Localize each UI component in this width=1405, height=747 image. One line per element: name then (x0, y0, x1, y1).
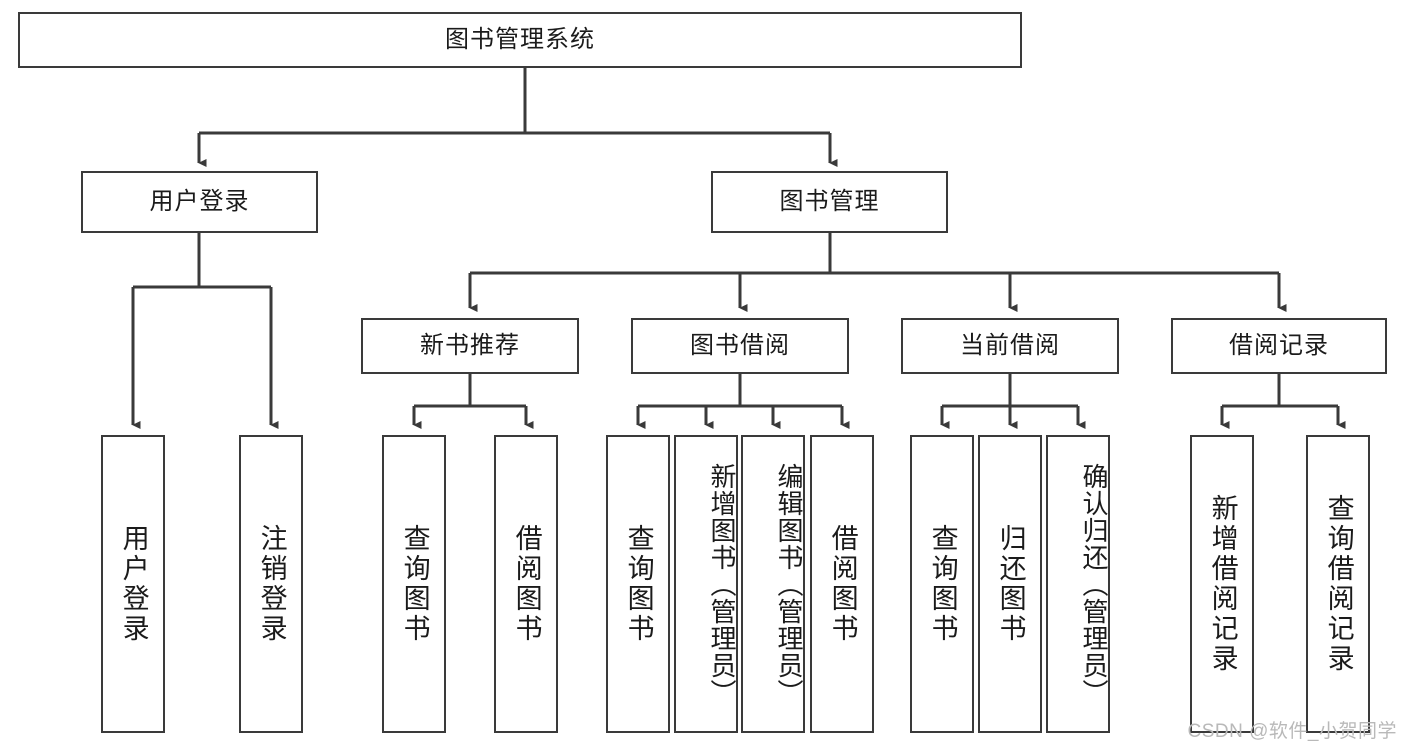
node-book-manage[interactable]: 图书管理 (711, 171, 948, 233)
node-leaf-query-record[interactable]: 查询借阅记录 (1306, 435, 1370, 733)
node-borrow-record[interactable]: 借阅记录 (1171, 318, 1387, 374)
node-book-manage-label: 图书管理 (779, 188, 880, 216)
node-user-login[interactable]: 用户登录 (81, 171, 318, 233)
node-leaf-confirm-return-label: 确认归还（管理员） (1079, 462, 1109, 706)
node-leaf-query-book-borrow-label: 查询图书 (623, 524, 654, 644)
node-leaf-add-book-label: 新增图书（管理员） (707, 462, 737, 706)
node-leaf-logout[interactable]: 注销登录 (239, 435, 303, 733)
node-leaf-query-book-borrow[interactable]: 查询图书 (606, 435, 670, 733)
node-leaf-user-login-label: 用户登录 (118, 524, 149, 644)
node-leaf-edit-book[interactable]: 编辑图书（管理员） (741, 435, 805, 733)
node-leaf-query-book-rec[interactable]: 查询图书 (382, 435, 446, 733)
node-current-borrow-label: 当前借阅 (960, 332, 1060, 360)
node-leaf-add-book[interactable]: 新增图书（管理员） (674, 435, 738, 733)
node-leaf-query-book-rec-label: 查询图书 (399, 524, 430, 644)
node-leaf-query-book-cur[interactable]: 查询图书 (910, 435, 974, 733)
node-leaf-borrow-book-rec[interactable]: 借阅图书 (494, 435, 558, 733)
node-leaf-borrow-book-rec-label: 借阅图书 (511, 524, 542, 644)
csdn-watermark: CSDN @软件_小贺同学 (1187, 721, 1397, 742)
node-book-borrow-label: 图书借阅 (690, 332, 790, 360)
node-leaf-confirm-return[interactable]: 确认归还（管理员） (1046, 435, 1110, 733)
node-book-borrow[interactable]: 图书借阅 (631, 318, 849, 374)
node-leaf-borrow-book[interactable]: 借阅图书 (810, 435, 874, 733)
node-new-book-rec-label: 新书推荐 (420, 332, 520, 360)
node-leaf-user-login[interactable]: 用户登录 (101, 435, 165, 733)
node-leaf-query-book-cur-label: 查询图书 (927, 524, 958, 644)
node-leaf-return-book-label: 归还图书 (995, 524, 1026, 644)
node-root-label: 图书管理系统 (445, 26, 595, 54)
node-new-book-rec[interactable]: 新书推荐 (361, 318, 579, 374)
node-root[interactable]: 图书管理系统 (18, 12, 1022, 68)
node-borrow-record-label: 借阅记录 (1229, 332, 1329, 360)
node-leaf-query-record-label: 查询借阅记录 (1323, 494, 1354, 674)
node-leaf-add-record-label: 新增借阅记录 (1207, 494, 1238, 674)
node-leaf-edit-book-label: 编辑图书（管理员） (774, 462, 804, 706)
node-user-login-label: 用户登录 (149, 188, 250, 216)
node-current-borrow[interactable]: 当前借阅 (901, 318, 1119, 374)
node-leaf-add-record[interactable]: 新增借阅记录 (1190, 435, 1254, 733)
node-leaf-return-book[interactable]: 归还图书 (978, 435, 1042, 733)
node-leaf-logout-label: 注销登录 (256, 524, 287, 644)
node-leaf-borrow-book-label: 借阅图书 (827, 524, 858, 644)
